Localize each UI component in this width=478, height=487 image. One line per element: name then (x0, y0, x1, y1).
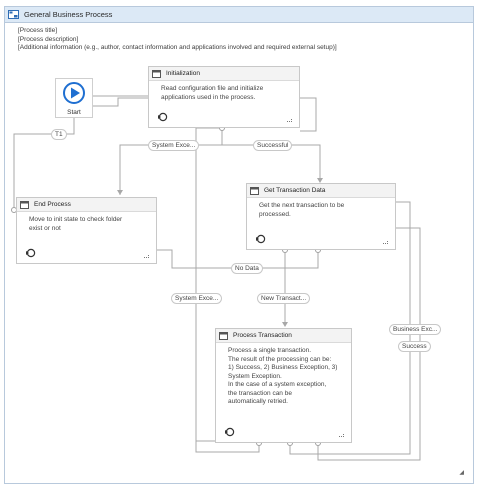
state-description: Process a single transaction. The result… (228, 347, 338, 405)
start-node[interactable]: Start (55, 78, 93, 118)
state-header[interactable]: Get Transaction Data (247, 184, 395, 198)
state-end-process[interactable]: End Process Move to init state to check … (16, 197, 157, 264)
state-title: Get Transaction Data (264, 187, 326, 194)
container-title: General Business Process (24, 10, 113, 19)
entry-icon[interactable] (158, 112, 168, 122)
process-description-line: [Process description] (18, 35, 79, 43)
state-process-transaction[interactable]: Process Transaction Process a single tra… (215, 328, 352, 443)
state-icon (20, 200, 29, 209)
sequence-icon (8, 10, 19, 19)
state-icon (152, 69, 161, 78)
state-get-transaction-data[interactable]: Get Transaction Data Get the next transa… (246, 183, 396, 250)
process-annotation[interactable]: [Process title] [Process description] [A… (18, 27, 337, 53)
entry-icon[interactable] (26, 248, 36, 258)
state-icon (219, 331, 228, 340)
resize-grip-icon[interactable] (383, 239, 389, 245)
transition-system-exception-init[interactable]: System Exce... (148, 140, 200, 151)
entry-icon[interactable] (256, 234, 266, 244)
state-description: Move to init state to check folder exist… (29, 216, 123, 232)
start-label: Start (67, 109, 81, 116)
state-title: Initialization (166, 70, 200, 77)
play-icon (63, 82, 85, 104)
transition-no-data[interactable]: No Data (231, 263, 263, 274)
state-title: End Process (34, 201, 71, 208)
container-header[interactable]: General Business Process (5, 7, 473, 23)
resize-grip-icon[interactable] (144, 253, 150, 259)
state-icon (250, 186, 259, 195)
transition-new-transaction[interactable]: New Transact... (257, 293, 311, 304)
state-description: Get the next transaction to be processed… (259, 202, 345, 218)
state-header[interactable]: End Process (17, 198, 156, 212)
state-header[interactable]: Initialization (149, 67, 299, 81)
transition-successful[interactable]: Successful (253, 140, 293, 151)
resize-grip-icon[interactable] (287, 117, 293, 123)
additional-info-line: [Additional information (e.g., author, c… (18, 44, 337, 51)
transition-system-exception-get[interactable]: System Exce... (171, 293, 223, 304)
transition-t1[interactable]: T1 (51, 129, 67, 140)
state-title: Process Transaction (233, 332, 292, 339)
transition-success[interactable]: Success (398, 341, 431, 352)
resize-grip-icon[interactable] (339, 432, 345, 438)
entry-icon[interactable] (225, 427, 235, 437)
resize-handle-icon[interactable]: ◢ (459, 470, 464, 476)
state-initialization[interactable]: Initialization Read configuration file a… (148, 66, 300, 128)
state-description: Read configuration file and initialize a… (161, 85, 264, 101)
process-title-line: [Process title] (18, 27, 58, 34)
transition-business-exception[interactable]: Business Exc... (389, 324, 442, 335)
state-header[interactable]: Process Transaction (216, 329, 351, 343)
